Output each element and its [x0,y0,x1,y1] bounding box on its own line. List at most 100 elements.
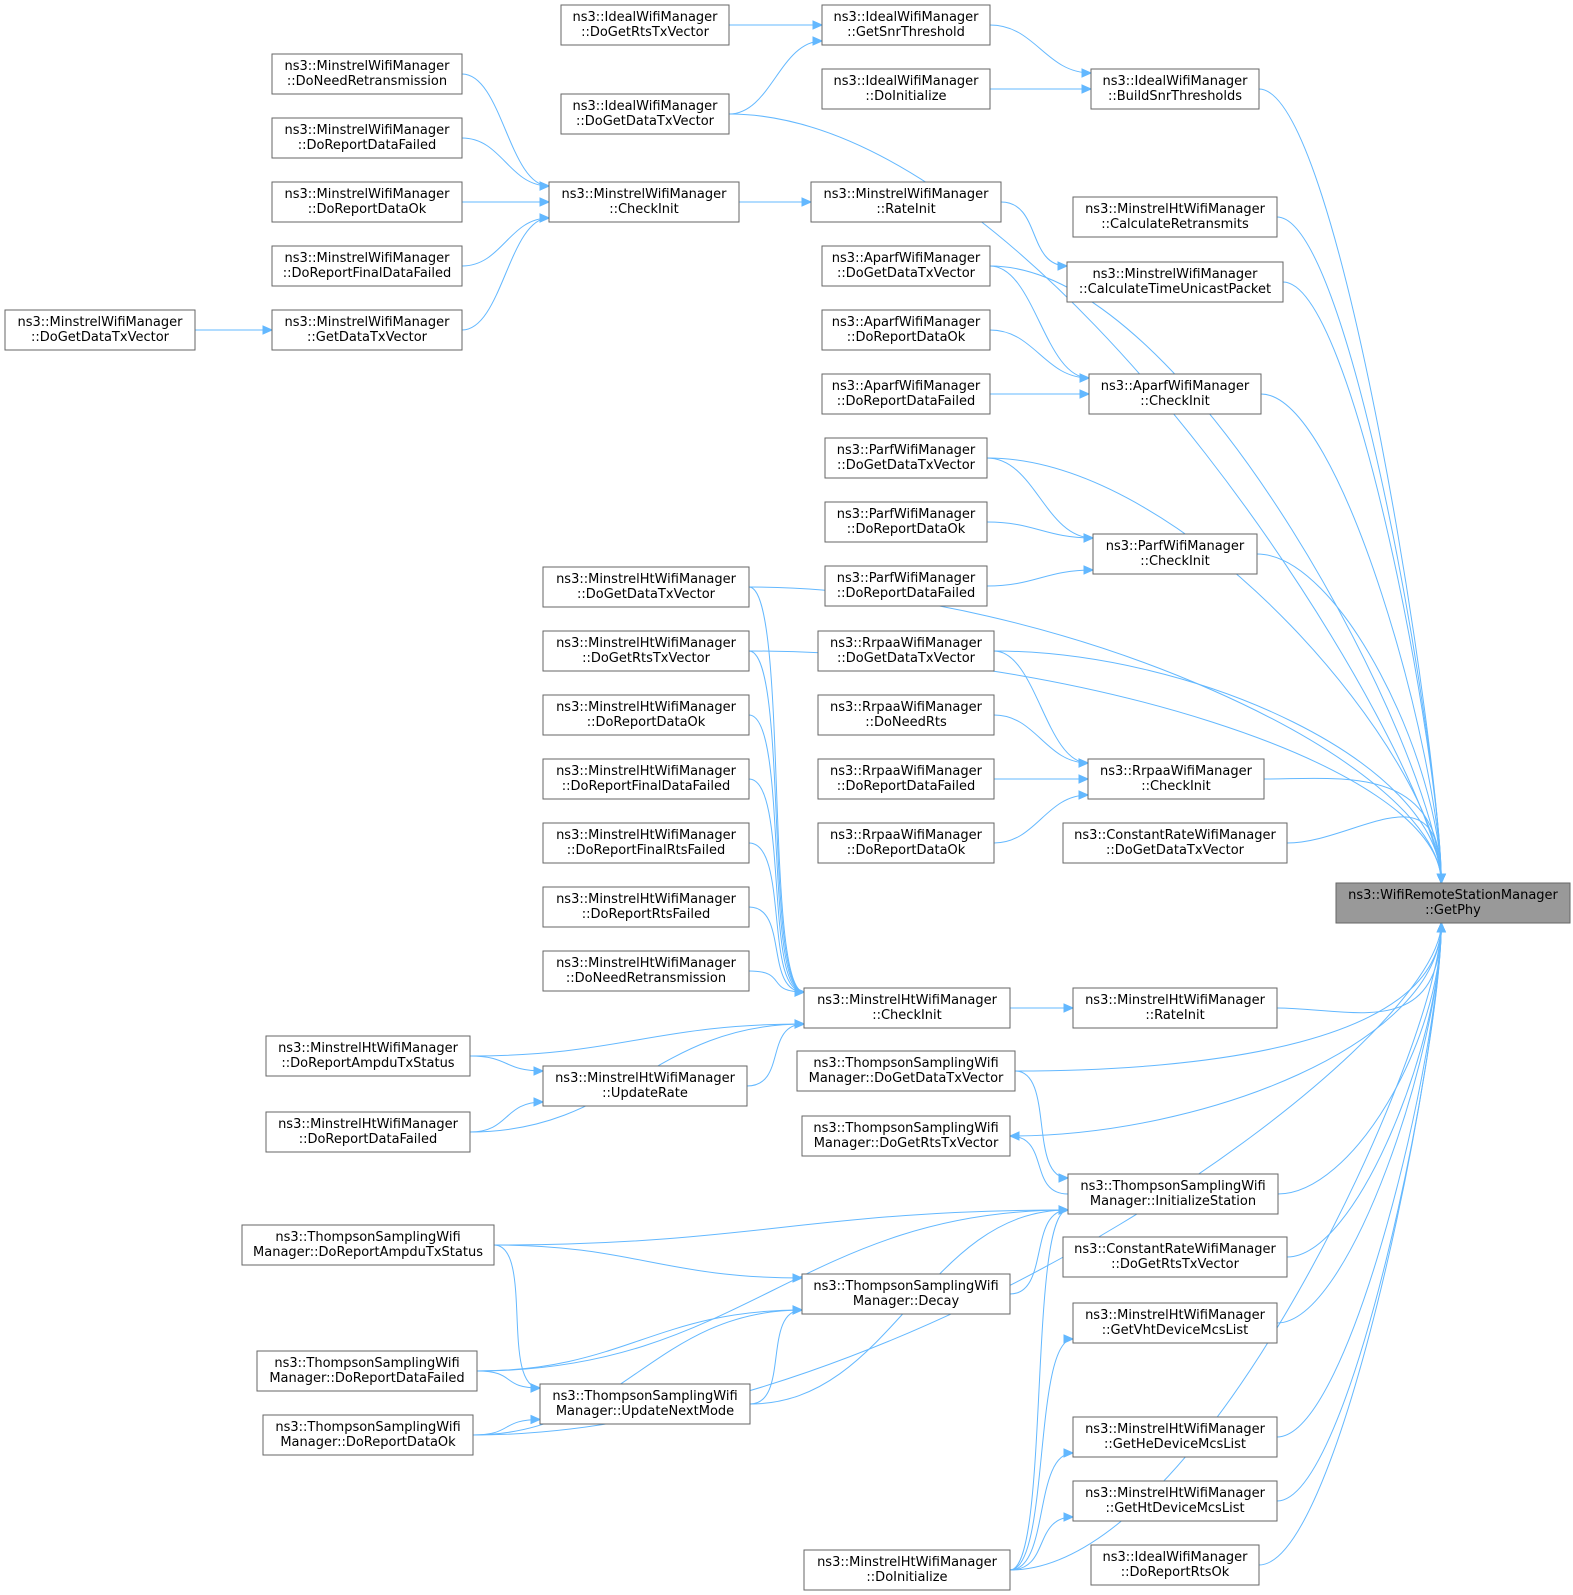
edge-ideal-dogetdata-to-ideal-getsnr [728,36,824,115]
node-rrpaa-doreportdatafailed[interactable]: ns3::RrpaaWifiManager::DoReportDataFaile… [817,758,995,800]
node-min-doneedretx[interactable]: ns3::MinstrelWifiManager::DoNeedRetransm… [271,53,463,95]
node-label-line1: ns3::MinstrelHtWifiManager [1085,1308,1266,1323]
node-label-line1: ns3::MinstrelHtWifiManager [278,1041,459,1056]
edge-arrowhead [812,20,824,30]
edge-line [476,1209,1069,1372]
edge-minht-doinit-to-minht-gethe [1009,1448,1075,1571]
node-ts-doreportdatafailed[interactable]: ns3::ThompsonSamplingWifiManager::DoRepo… [256,1350,478,1392]
node-label-line2: ::DoNeedRetransmission [287,74,447,89]
node-label-line2: ::DoReportDataOk [847,330,966,345]
node-box [1090,68,1260,110]
node-box [265,1035,471,1077]
node-label-line2: ::RateInit [1145,1008,1204,1023]
node-min-doreportdataok[interactable]: ns3::MinstrelWifiManager::DoReportDataOk [271,181,463,223]
node-ideal-doreportrtsok[interactable]: ns3::IdealWifiManager::DoReportRtsOk [1090,1544,1260,1586]
node-ts-doreportdataok[interactable]: ns3::ThompsonSamplingWifiManager::DoRepo… [262,1414,474,1456]
node-label-line1: ns3::RrpaaWifiManager [830,636,983,651]
node-ts-dogetdata[interactable]: ns3::ThompsonSamplingWifiManager::DoGetD… [796,1050,1016,1092]
node-label-line1: ns3::MinstrelWifiManager [284,187,450,202]
node-min-calctime[interactable]: ns3::MinstrelWifiManager::CalculateTimeU… [1066,261,1284,303]
node-minht-gethe[interactable]: ns3::MinstrelHtWifiManager::GetHeDeviceM… [1072,1416,1278,1458]
node-ideal-buildsnr[interactable]: ns3::IdealWifiManager::BuildSnrThreshold… [1090,68,1260,110]
node-minht-checkinit[interactable]: ns3::MinstrelHtWifiManager::CheckInit [803,987,1011,1029]
node-ts-updatenextmode[interactable]: ns3::ThompsonSamplingWifiManager::Update… [539,1383,751,1425]
node-minht-doreportrtsfailed[interactable]: ns3::MinstrelHtWifiManager::DoReportRtsF… [542,886,750,928]
node-min-checkinit[interactable]: ns3::MinstrelWifiManager::CheckInit [548,181,740,223]
node-label-line2: ::CheckInit [1141,779,1211,794]
node-rrpaa-doneedrts[interactable]: ns3::RrpaaWifiManager::DoNeedRts [817,694,995,736]
node-label-line2: ::DoReportDataFailed [837,394,976,409]
node-ideal-dogetrts[interactable]: ns3::IdealWifiManager::DoGetRtsTxVector [560,4,730,46]
node-box [824,501,988,543]
node-parf-checkinit[interactable]: ns3::ParfWifiManager::CheckInit [1092,533,1258,575]
node-minht-doreportfinaldatafailed[interactable]: ns3::MinstrelHtWifiManager::DoReportFina… [542,758,750,800]
node-const-dogetrts[interactable]: ns3::ConstantRateWifiManager::DoGetRtsTx… [1062,1236,1288,1278]
edge-ts-doreportdatafailed-to-ts-decay [476,1305,804,1372]
edge-minht-gethe-to-getphy [1276,921,1447,1438]
node-minht-doinit[interactable]: ns3::MinstrelHtWifiManager::DoInitialize [803,1549,1011,1591]
edge-line [461,217,550,331]
node-min-getdatatx[interactable]: ns3::MinstrelWifiManager::GetDataTxVecto… [271,309,463,351]
node-minht-rateinit[interactable]: ns3::MinstrelHtWifiManager::RateInit [1072,987,1278,1029]
edge-arrowhead [1078,774,1090,784]
node-box [824,565,988,607]
node-label-line1: ns3::IdealWifiManager [833,10,979,25]
node-min-doreportdatafailed[interactable]: ns3::MinstrelWifiManager::DoReportDataFa… [271,117,463,159]
node-getphy[interactable]: ns3::WifiRemoteStationManager::GetPhy [1335,882,1571,924]
node-label-line1: ns3::MinstrelHtWifiManager [1085,1486,1266,1501]
node-ideal-doinit[interactable]: ns3::IdealWifiManager::DoInitialize [821,68,991,110]
edge-arrowhead [1063,1334,1075,1344]
node-minht-getvht[interactable]: ns3::MinstrelHtWifiManager::GetVhtDevice… [1072,1302,1278,1344]
node-label-line1: ns3::AparfWifiManager [832,315,981,330]
node-minht-dogetrts[interactable]: ns3::MinstrelHtWifiManager::DoGetRtsTxVe… [542,630,750,672]
node-box [542,886,750,928]
node-ideal-getsnr[interactable]: ns3::IdealWifiManager::GetSnrThreshold [821,4,991,46]
node-label-line2: ::DoReportDataFailed [837,779,976,794]
node-minht-doreportfinalrtsfailed[interactable]: ns3::MinstrelHtWifiManager::DoReportFina… [542,822,750,864]
edge-min-getdatatx-to-min-checkinit [461,213,551,331]
edge-line [1009,1338,1074,1571]
node-aparf-doreportdatafailed[interactable]: ns3::AparfWifiManager::DoReportDataFaile… [821,373,991,415]
node-label-line1: ns3::MinstrelHtWifiManager [556,700,737,715]
node-ts-doreportampdu[interactable]: ns3::ThompsonSamplingWifiManager::DoRepo… [241,1224,495,1266]
node-minht-dogetdata[interactable]: ns3::MinstrelHtWifiManager::DoGetDataTxV… [542,566,750,608]
node-label-line2: Manager::Decay [853,1294,960,1309]
edge-line [989,329,1090,379]
node-box [1090,1544,1260,1586]
edge-min-checkinit-to-min-rateinit [738,197,813,207]
edge-ideal-dogetrts-to-ideal-getsnr [729,20,824,30]
node-ideal-dogetdata[interactable]: ns3::IdealWifiManager::DoGetDataTxVector [560,93,730,135]
node-rrpaa-dogetdata[interactable]: ns3::RrpaaWifiManager::DoGetDataTxVector [817,630,995,672]
node-min-rateinit[interactable]: ns3::MinstrelWifiManager::RateInit [810,181,1002,223]
node-parf-doreportdataok[interactable]: ns3::ParfWifiManager::DoReportDataOk [824,501,988,543]
edge-arrowhead [1057,261,1069,271]
node-min-dogetdatatx[interactable]: ns3::MinstrelWifiManager::DoGetDataTxVec… [4,309,196,351]
node-box [4,309,196,351]
node-label-line2: ::DoGetDataTxVector [577,587,716,602]
node-min-doreportfinaldatafailed[interactable]: ns3::MinstrelWifiManager::DoReportFinalD… [271,245,463,287]
node-label-line1: ns3::AparfWifiManager [832,251,981,266]
node-minht-getht[interactable]: ns3::MinstrelHtWifiManager::GetHtDeviceM… [1072,1480,1278,1522]
node-const-dogetdata[interactable]: ns3::ConstantRateWifiManager::DoGetDataT… [1062,822,1288,864]
node-rrpaa-checkinit[interactable]: ns3::RrpaaWifiManager::CheckInit [1087,758,1265,800]
node-aparf-checkinit[interactable]: ns3::AparfWifiManager::CheckInit [1088,373,1262,415]
node-rrpaa-doreportdataok[interactable]: ns3::RrpaaWifiManager::DoReportDataOk [817,822,995,864]
node-minht-doreportdataok[interactable]: ns3::MinstrelHtWifiManager::DoReportData… [542,694,750,736]
node-minht-doreportdatafailed[interactable]: ns3::MinstrelHtWifiManager::DoReportData… [265,1111,471,1153]
node-parf-dogetdata[interactable]: ns3::ParfWifiManager::DoGetDataTxVector [824,437,988,479]
edge-ts-initstation-to-getphy [1277,921,1447,1195]
node-aparf-dogetdata[interactable]: ns3::AparfWifiManager::DoGetDataTxVector [821,245,991,287]
node-ts-dogetrts[interactable]: ns3::ThompsonSamplingWifiManager::DoGetR… [801,1115,1011,1157]
node-parf-doreportdatafailed[interactable]: ns3::ParfWifiManager::DoReportDataFailed [824,565,988,607]
edge-line [1009,1452,1074,1571]
node-minht-updaterate[interactable]: ns3::MinstrelHtWifiManager::UpdateRate [542,1065,748,1107]
edge-rrpaa-dogetdata-to-rrpaa-checkinit [993,650,1090,768]
node-ts-initstation[interactable]: ns3::ThompsonSamplingWifiManager::Initia… [1067,1173,1279,1215]
node-minht-doreportampdu[interactable]: ns3::MinstrelHtWifiManager::DoReportAmpd… [265,1035,471,1077]
node-minht-doneedretx[interactable]: ns3::MinstrelHtWifiManager::DoNeedRetran… [542,950,750,992]
node-box [1072,1302,1278,1344]
node-minht-calcretx[interactable]: ns3::MinstrelHtWifiManager::CalculateRet… [1072,196,1278,238]
node-label-line2: ::DoGetDataTxVector [837,651,976,666]
node-aparf-doreportdataok[interactable]: ns3::AparfWifiManager::DoReportDataOk [821,309,991,351]
